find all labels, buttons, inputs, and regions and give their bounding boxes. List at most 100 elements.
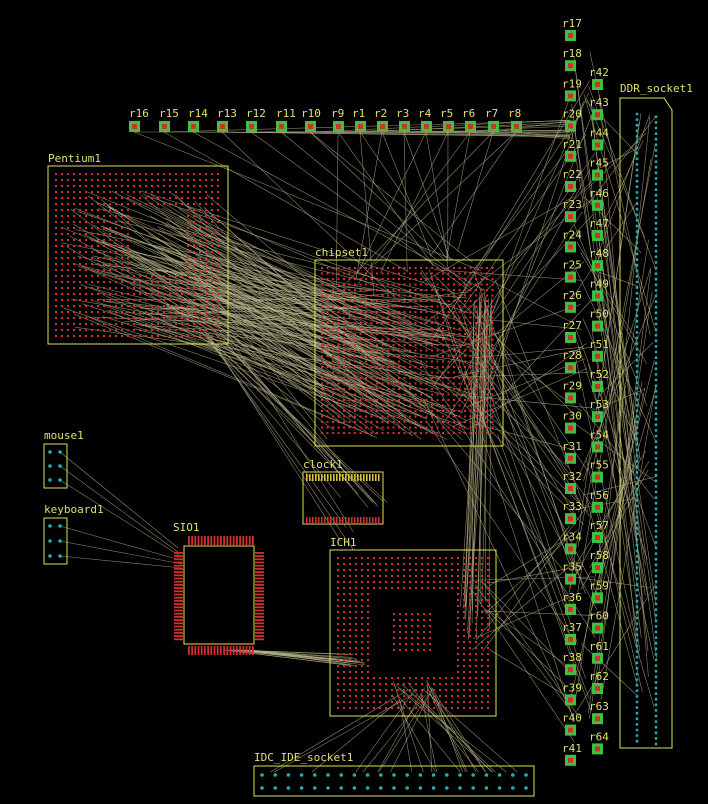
resistor-r55[interactable]: r55: [589, 459, 609, 483]
resistor-r57[interactable]: r57: [589, 519, 609, 543]
resistor-r52[interactable]: r52: [589, 368, 609, 392]
mouse-label: mouse1: [44, 429, 84, 442]
resistor-r17[interactable]: r17: [562, 17, 582, 41]
resistor-r48[interactable]: r48: [589, 247, 609, 272]
resistor-r31[interactable]: r31: [562, 440, 582, 464]
resistor-r1[interactable]: r1: [352, 107, 366, 132]
resistor-r3[interactable]: r3: [396, 107, 410, 132]
resistor-r58[interactable]: r58: [589, 549, 609, 574]
resistor-r22[interactable]: r22: [562, 168, 582, 192]
resistor-r53[interactable]: r53: [589, 398, 609, 423]
resistor-r45[interactable]: r45: [589, 157, 609, 181]
resistor-r15[interactable]: r15: [159, 107, 179, 132]
component-ide-socket[interactable]: IDC_IDE_socket1: [253, 751, 535, 797]
resistor-r2[interactable]: r2: [374, 107, 388, 132]
resistor-label: r32: [562, 470, 582, 483]
resistor-r12[interactable]: r12: [246, 107, 266, 132]
resistor-label: r59: [589, 579, 609, 592]
resistor-label: r58: [589, 549, 609, 562]
resistor-r20[interactable]: r20: [562, 108, 582, 132]
resistor-r34[interactable]: r34: [562, 530, 582, 555]
component-keyboard[interactable]: keyboard1: [43, 503, 104, 565]
component-ich[interactable]: ICH1: [329, 536, 497, 717]
resistor-r61[interactable]: r61: [589, 640, 609, 664]
resistor-r54[interactable]: r54: [589, 428, 609, 453]
ich-pad-grid: [337, 557, 489, 709]
resistor-r40[interactable]: r40: [562, 712, 582, 736]
resistor-row-top: r16 r15 r14 r13 r12 r11 r10 r9 r1 r2 r3 …: [129, 107, 522, 132]
resistor-label: r41: [562, 742, 582, 755]
resistor-r27[interactable]: r27: [562, 319, 582, 343]
resistor-r49[interactable]: r49: [589, 277, 609, 302]
resistor-label: r15: [159, 107, 179, 120]
resistor-r38[interactable]: r38: [562, 651, 582, 676]
resistor-r39[interactable]: r39: [562, 681, 582, 706]
resistor-r33[interactable]: r33: [562, 500, 582, 525]
chipset-pad-grid: [321, 267, 494, 434]
resistor-r59[interactable]: r59: [589, 579, 609, 604]
component-ddr-socket[interactable]: DDR_socket1: [619, 82, 693, 749]
resistor-label: r2: [374, 107, 387, 120]
resistor-label: r51: [589, 338, 609, 351]
resistor-r26[interactable]: r26: [562, 289, 582, 313]
resistor-r42[interactable]: r42: [589, 66, 609, 90]
resistor-r51[interactable]: r51: [589, 338, 609, 362]
resistor-column-1: r17 r18 r19 r20 r21 r22 r23 r24 r25 r26 r27 r28 r29 r…: [562, 17, 582, 766]
resistor-r30[interactable]: r30: [562, 410, 582, 434]
resistor-r24[interactable]: r24: [562, 228, 582, 253]
component-sio[interactable]: SIO1: [173, 521, 264, 655]
resistor-r14[interactable]: r14: [188, 107, 208, 132]
sio-pad-ring: [174, 536, 264, 655]
resistor-r21[interactable]: r21: [562, 138, 582, 162]
component-clock[interactable]: clock1: [302, 458, 384, 525]
resistor-r60[interactable]: r60: [589, 610, 609, 634]
resistor-r16[interactable]: r16: [129, 107, 149, 132]
resistor-r46[interactable]: r46: [589, 187, 609, 211]
resistor-column-2: r42 r43 r44 r45 r46 r47 r48 r49 r50 r51 r52 r53 r54 r…: [589, 66, 609, 755]
resistor-r43[interactable]: r43: [589, 96, 609, 121]
resistor-r25[interactable]: r25: [562, 259, 582, 283]
resistor-r5[interactable]: r5: [440, 107, 454, 132]
resistor-r6[interactable]: r6: [462, 107, 476, 132]
sio-label: SIO1: [173, 521, 200, 534]
resistor-label: r28: [562, 349, 582, 362]
component-chipset[interactable]: chipset1: [314, 246, 504, 447]
resistor-r44[interactable]: r44: [589, 126, 609, 151]
resistor-r41[interactable]: r41: [562, 742, 582, 766]
resistor-label: r19: [562, 77, 582, 90]
resistor-r8[interactable]: r8: [508, 107, 522, 132]
resistor-r36[interactable]: r36: [562, 591, 582, 615]
resistor-r32[interactable]: r32: [562, 470, 582, 494]
resistor-label: r46: [589, 187, 609, 200]
resistor-r50[interactable]: r50: [589, 308, 609, 332]
resistor-r23[interactable]: r23: [562, 198, 582, 223]
resistor-label: r47: [589, 217, 609, 230]
resistor-label: r48: [589, 247, 609, 260]
resistor-r13[interactable]: r13: [217, 107, 237, 132]
resistor-r19[interactable]: r19: [562, 77, 582, 102]
resistor-r47[interactable]: r47: [589, 217, 609, 241]
resistor-r37[interactable]: r37: [562, 621, 582, 645]
resistor-r18[interactable]: r18: [562, 47, 582, 72]
resistor-label: r40: [562, 712, 582, 725]
resistor-label: r57: [589, 519, 609, 532]
resistor-r11[interactable]: r11: [276, 107, 296, 132]
resistor-r9[interactable]: r9: [331, 107, 344, 132]
resistor-r10[interactable]: r10: [301, 107, 321, 132]
component-pentium[interactable]: Pentium1: [47, 152, 229, 345]
resistor-r64[interactable]: r64: [589, 730, 609, 755]
resistor-label: r24: [562, 228, 582, 241]
resistor-label: r13: [217, 107, 237, 120]
resistor-label: r30: [562, 410, 582, 423]
resistor-r63[interactable]: r63: [589, 700, 609, 725]
resistor-r35[interactable]: r35: [562, 561, 582, 585]
component-mouse[interactable]: mouse1: [43, 429, 84, 489]
ide-label: IDC_IDE_socket1: [254, 751, 353, 764]
resistor-r4[interactable]: r4: [418, 107, 432, 132]
resistor-r62[interactable]: r62: [589, 670, 609, 694]
resistor-r29[interactable]: r29: [562, 379, 582, 404]
resistor-r7[interactable]: r7: [485, 107, 499, 132]
resistor-r28[interactable]: r28: [562, 349, 582, 374]
resistor-r56[interactable]: r56: [589, 489, 609, 513]
